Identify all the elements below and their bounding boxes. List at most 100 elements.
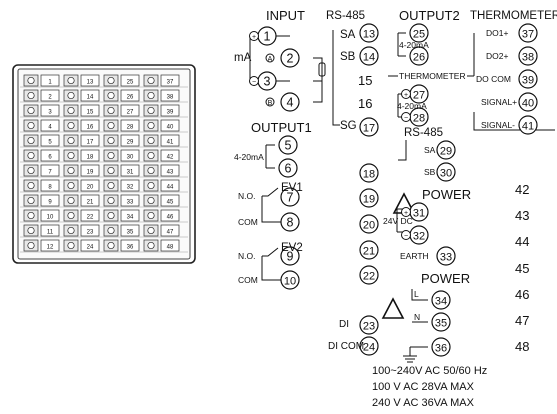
polarity-mark — [401, 207, 411, 217]
panel-terminal-number: 26 — [127, 95, 134, 101]
terminal-8: 8 — [280, 212, 300, 232]
panel-number-box — [160, 104, 180, 117]
ev1-contact — [261, 187, 285, 223]
ev2-contact — [261, 247, 285, 281]
panel-terminal-number: 1 — [48, 80, 52, 86]
panel-screw-head — [67, 91, 75, 100]
terminal-37: 37 — [518, 23, 538, 43]
range-output2-label: 4-20mA — [399, 40, 429, 50]
panel-screw-head — [27, 106, 35, 115]
terminal-21: 21 — [359, 240, 379, 260]
panel-screw-head — [107, 121, 115, 130]
panel-terminal-number: 17 — [87, 140, 94, 146]
terminal-45-label: 45 — [515, 261, 530, 276]
terminal-34: 34 — [431, 290, 451, 310]
terminal-35: 35 — [431, 312, 451, 332]
terminal-2: 2A — [265, 48, 300, 68]
panel-terminal-number: 34 — [127, 215, 134, 221]
panel-number-box — [80, 134, 100, 147]
terminal-number: 31 — [413, 208, 425, 220]
terminal-10: 10 — [280, 270, 300, 290]
terminal-number: 20 — [363, 220, 375, 232]
panel-number-box — [160, 74, 180, 87]
terminal-31: 31+ — [401, 202, 429, 222]
terminal-7: 7 — [280, 187, 300, 207]
panel-screw-head — [107, 241, 115, 250]
panel-screw-head — [27, 76, 35, 85]
spec-line-3: 240 V AC 36VA MAX — [372, 397, 474, 409]
sg-label: SG — [340, 120, 357, 132]
signal-plus-label: SIGNAL+ — [481, 97, 518, 107]
panel-terminal-number: 33 — [127, 200, 134, 206]
terminal-20: 20 — [359, 214, 379, 234]
panel-terminal-number: 41 — [167, 140, 174, 146]
panel-terminal-number: 45 — [167, 200, 174, 206]
terminal-16-label: 16 — [358, 96, 373, 111]
spec-line-2: 100 V AC 28VA MAX — [372, 381, 474, 393]
panel-number-box — [160, 119, 180, 132]
terminal-15-label: 15 — [358, 73, 373, 88]
panel-screw-head — [67, 196, 75, 205]
signal-minus-label: SIGNAL- — [481, 120, 516, 130]
terminal-number: 3 — [264, 75, 271, 89]
panel-screw-head — [107, 211, 115, 220]
panel-terminal-number: 29 — [127, 140, 134, 146]
thermometer-top-header: THERMOMETER — [470, 10, 557, 22]
docom-label: DO COM — [476, 74, 511, 84]
panel-terminal-number: 12 — [47, 245, 54, 251]
terminal-13: 13 — [359, 23, 379, 43]
panel-screw-head — [107, 181, 115, 190]
panel-terminal-number: 10 — [47, 215, 54, 221]
di-label: DI — [339, 319, 349, 330]
terminal-25: 25 — [409, 23, 429, 43]
panel-screw-head — [27, 181, 35, 190]
panel-number-box — [40, 179, 60, 192]
panel-number-box — [80, 209, 100, 222]
panel-number-box — [80, 239, 100, 252]
polarity-mark-symbol: + — [404, 92, 408, 99]
terminal-1: 1+ — [249, 26, 277, 46]
terminal-48-label: 48 — [515, 339, 530, 354]
panel-screw-head — [67, 121, 75, 130]
dicom-label: DI COM — [328, 341, 365, 352]
panel-number-box — [120, 239, 140, 252]
panel-screw-head — [67, 181, 75, 190]
terminal-number: 23 — [363, 321, 375, 333]
panel-screw-head — [147, 211, 155, 220]
terminal-number: 1 — [264, 30, 271, 44]
terminal-40: 40 — [518, 92, 538, 112]
panel-screw-head — [27, 136, 35, 145]
polarity-mark — [249, 76, 259, 86]
panel-terminal-number: 35 — [127, 230, 134, 236]
terminal-number: 10 — [284, 276, 296, 288]
panel-number-box — [80, 164, 100, 177]
panel-terminal-number: 37 — [167, 80, 174, 86]
terminal-number: 19 — [363, 194, 375, 206]
panel-screw-head — [27, 241, 35, 250]
panel-screw-head — [27, 211, 35, 220]
polarity-mark — [401, 89, 411, 99]
panel-number-box — [40, 164, 60, 177]
power-l-label: L — [414, 289, 419, 299]
terminal-41: 41 — [518, 115, 538, 135]
terminal-27: 27+ — [401, 84, 429, 104]
terminal-number: 32 — [413, 231, 425, 243]
terminal-3: 3− — [249, 71, 277, 91]
panel-number-box — [80, 194, 100, 207]
no1-label: N.O. — [238, 191, 256, 201]
terminal-number: 18 — [363, 169, 375, 181]
panel-number-box — [120, 194, 140, 207]
panel-number-box — [160, 209, 180, 222]
panel-screw-head — [147, 166, 155, 175]
terminal-number: 36 — [435, 343, 447, 355]
sb-mid-label: SB — [424, 167, 436, 177]
do2-label: DO2+ — [486, 51, 509, 61]
panel-number-box — [160, 239, 180, 252]
terminal-number: 24 — [363, 342, 375, 354]
panel-number-box — [40, 209, 60, 222]
terminal-number: 14 — [363, 52, 375, 64]
